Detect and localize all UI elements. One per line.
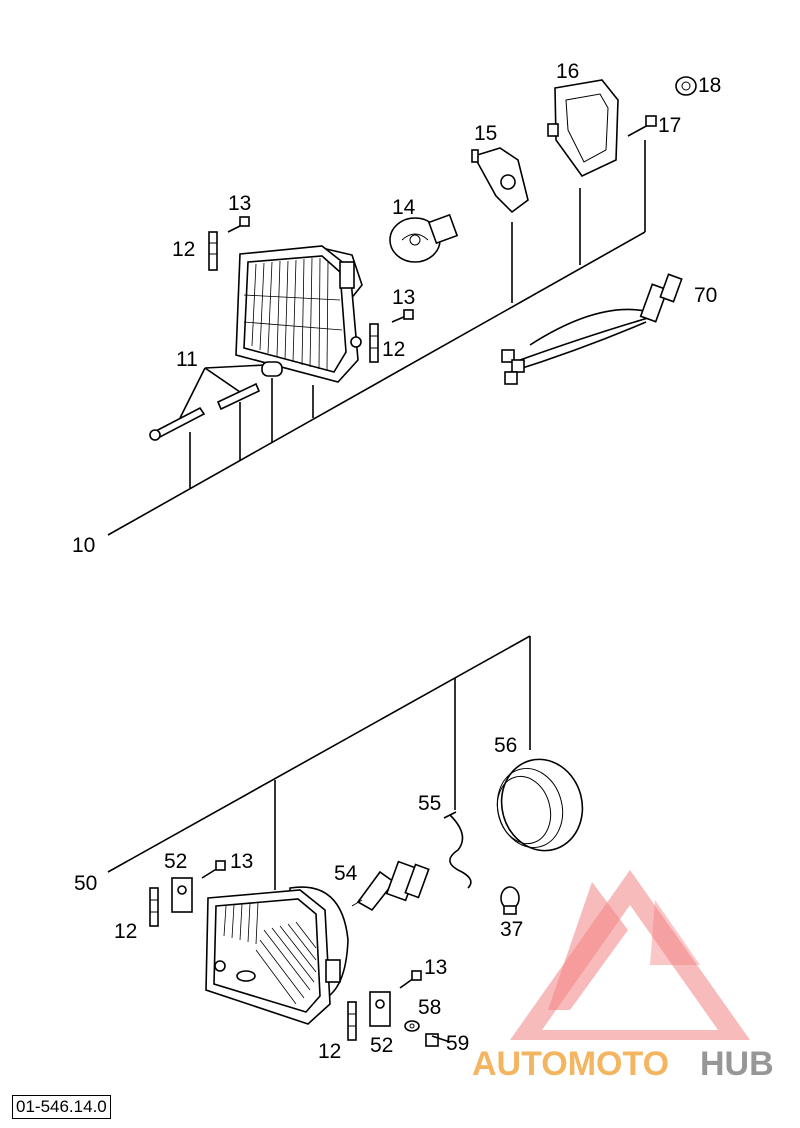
bracket-15 — [471, 147, 529, 214]
spring-clip-55 — [443, 811, 472, 889]
bracket-52-a — [171, 877, 193, 913]
upper-assembly-leader-lines — [107, 140, 646, 536]
screw-13-upper-b — [391, 309, 414, 323]
washer-58 — [404, 1020, 420, 1032]
callout-13-a: 13 — [228, 192, 251, 215]
clip-12-lower-b — [347, 1001, 357, 1041]
callout-59: 59 — [446, 1032, 469, 1055]
ring-56 — [496, 758, 584, 852]
clip-12-upper-b — [369, 323, 379, 363]
callout-58: 58 — [418, 996, 441, 1019]
adjusting-screw-11 — [149, 361, 283, 441]
screw-13-lower-a — [201, 860, 226, 879]
callout-37: 37 — [500, 918, 523, 941]
wiring-harness-70 — [501, 273, 683, 385]
callout-labels: 10 11 12 13 14 15 16 17 18 13 12 70 50 5… — [72, 60, 721, 1063]
watermark-text-light: AUTOMOTO — [472, 1045, 669, 1083]
reference-number: 01-546.14.0 — [12, 1095, 111, 1119]
callout-50: 50 — [74, 872, 97, 895]
callout-56: 56 — [494, 734, 517, 757]
lower-assembly-leader-lines — [107, 635, 531, 890]
callout-70: 70 — [694, 284, 717, 307]
callout-13-c: 13 — [230, 850, 253, 873]
clip-12-upper-a — [208, 231, 218, 271]
callout-13-b: 13 — [392, 286, 415, 309]
screw-13-upper-a — [227, 216, 250, 233]
callout-13-d: 13 — [424, 956, 447, 979]
callout-15: 15 — [474, 122, 497, 145]
callout-52-a: 52 — [164, 850, 187, 873]
screw-13-lower-b — [399, 970, 422, 989]
grommet-18 — [675, 76, 697, 96]
headlamp-upper — [235, 245, 363, 383]
callout-12-c: 12 — [114, 920, 137, 943]
callout-12-b: 12 — [382, 338, 405, 361]
callout-52-b: 52 — [370, 1034, 393, 1057]
screw-17 — [627, 115, 657, 137]
bulb-37 — [500, 886, 520, 915]
callout-12-a: 12 — [172, 238, 195, 261]
callout-11: 11 — [176, 348, 198, 371]
bracket-52-b — [369, 991, 391, 1027]
callout-55: 55 — [418, 792, 441, 815]
clip-12-lower-a — [149, 887, 159, 927]
callout-16: 16 — [556, 60, 579, 83]
headlamp-lower — [205, 886, 349, 1025]
bulb-54 — [351, 860, 430, 912]
watermark-text-dark: HUB — [700, 1045, 774, 1083]
watermark-logo — [510, 870, 750, 1040]
callout-10: 10 — [72, 534, 95, 557]
callout-14: 14 — [392, 196, 416, 219]
housing-16 — [547, 79, 619, 178]
callout-54: 54 — [334, 862, 358, 885]
callout-17: 17 — [658, 114, 681, 137]
bulb-14 — [389, 213, 459, 263]
bolt-59 — [425, 1033, 451, 1047]
callout-12-d: 12 — [318, 1040, 341, 1063]
callout-18: 18 — [698, 74, 721, 97]
